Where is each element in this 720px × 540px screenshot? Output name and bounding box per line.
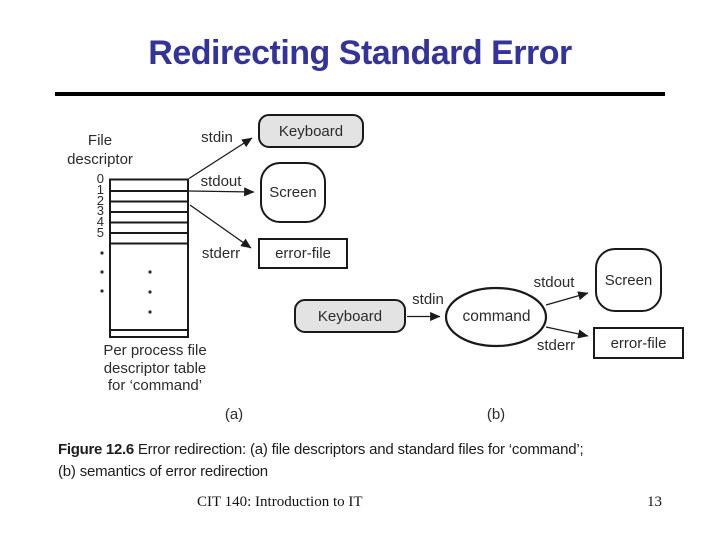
footer-course-name: CIT 140: Introduction to IT — [197, 494, 363, 510]
arrow-stdin-a — [188, 137, 253, 180]
keyboard-node-b: Keyboard — [294, 299, 406, 333]
arrow-stdout-a — [188, 187, 255, 197]
arrow-stderr-a — [189, 204, 252, 249]
figure-caption-line1: Figure 12.6 Error redirection: (a) file … — [58, 441, 584, 458]
fd-number: 5 — [96, 224, 104, 240]
fd-number: 2 — [96, 192, 104, 208]
error-file-node-a: error-file — [258, 238, 348, 269]
fd-table-rows — [110, 190, 188, 331]
fd-table-note: Per process file descriptor table for ‘c… — [103, 342, 207, 394]
figure-arrows — [188, 137, 589, 339]
stderr-label-b: stderr — [536, 337, 576, 354]
command-label: command — [462, 308, 531, 325]
screen-node-a: Screen — [260, 162, 326, 223]
figure-caption-number: Figure 12.6 — [58, 441, 134, 458]
stdout-label-a: stdout — [200, 173, 242, 190]
slide-page-number: 13 — [647, 494, 662, 510]
fd-number: 3 — [96, 203, 104, 219]
screen-node-b: Screen — [595, 248, 662, 312]
stderr-label-a: stderr — [201, 245, 241, 262]
fd-number-column: 0 1 2 3 4 5 — [86, 171, 104, 240]
stdout-label-b: stdout — [533, 274, 575, 291]
stdin-label-a: stdin — [201, 129, 233, 146]
fd-number: 1 — [96, 181, 104, 197]
command-ellipse — [444, 286, 548, 348]
fd-number: 4 — [96, 214, 104, 230]
figure-caption-line2: (b) semantics of error redirection — [58, 463, 268, 480]
keyboard-node-a: Keyboard — [258, 114, 364, 148]
arrow-stdout-b — [545, 291, 589, 306]
arrow-stderr-b — [545, 326, 589, 339]
part-a-tag: (a) — [224, 406, 244, 423]
figure-caption-text: Error redirection: (a) file descriptors … — [137, 441, 584, 458]
title-underline — [55, 92, 665, 96]
fd-table-ellipsis-dots — [100, 251, 152, 314]
slide-title: Redirecting Standard Error — [148, 34, 572, 72]
file-descriptor-label: File descriptor — [67, 132, 133, 168]
stdin-label-b: stdin — [412, 291, 444, 308]
fd-table — [109, 178, 189, 338]
fd-number: 0 — [96, 171, 104, 186]
error-file-node-b: error-file — [593, 327, 684, 359]
part-b-tag: (b) — [486, 406, 506, 423]
